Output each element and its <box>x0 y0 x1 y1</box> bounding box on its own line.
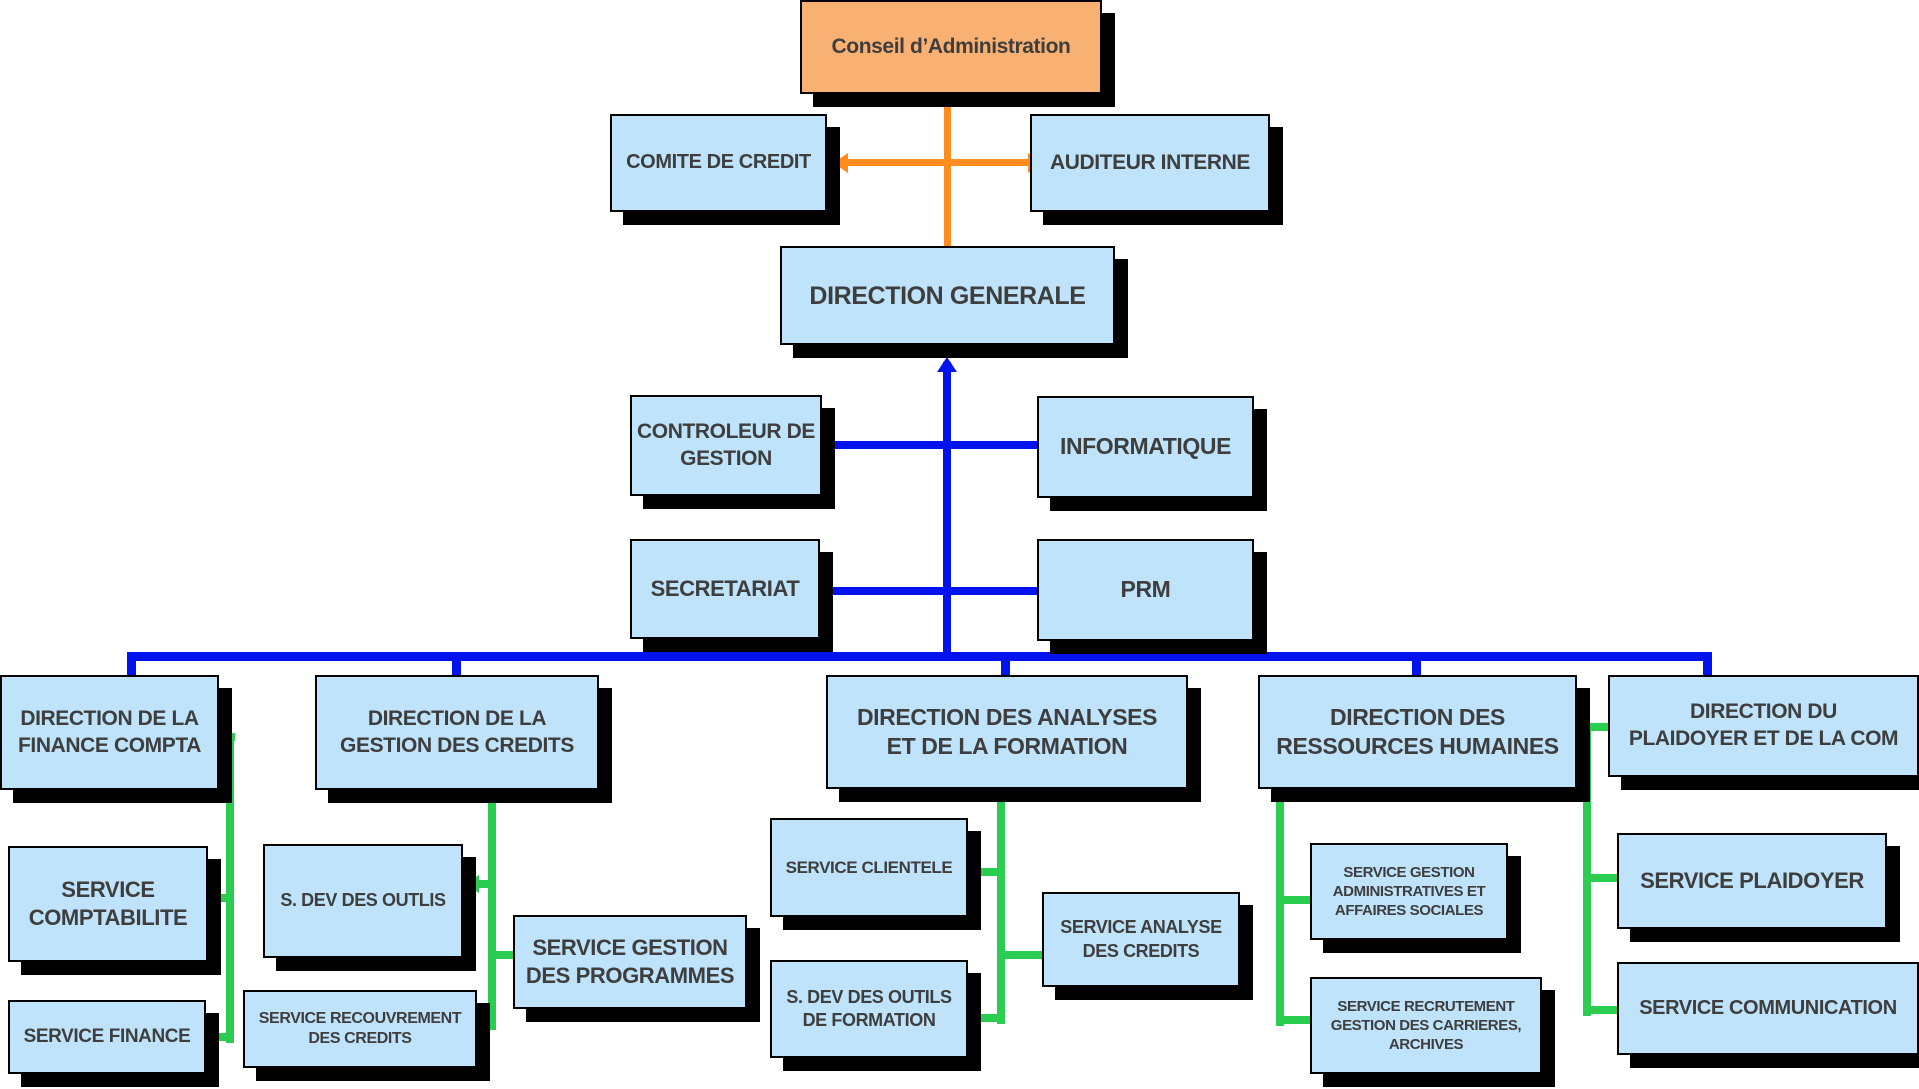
green-branch-programmes <box>496 951 515 959</box>
node-prm: PRM <box>1037 539 1254 641</box>
node-service-recouvrement-credits: SERVICE RECOUVREMENT DES CREDITS <box>243 990 477 1068</box>
green-branch-comptabilite <box>212 894 228 902</box>
orange-arrow-left-icon <box>833 153 848 173</box>
node-s-dev-des-outlis: S. DEV DES OUTLIS <box>263 844 463 958</box>
green-branch-analyse-credits <box>1005 951 1045 959</box>
blue-stub-analyses <box>1001 661 1010 676</box>
node-service-analyse-credits: SERVICE ANALYSE DES CREDITS <box>1042 892 1240 987</box>
node-service-comptabilite: SERVICE COMPTABILITE <box>8 846 208 962</box>
node-service-gestion-programmes: SERVICE GESTION DES PROGRAMMES <box>513 915 747 1009</box>
blue-trunk-horizontal-line <box>127 652 1712 661</box>
green-branch-outlis <box>478 880 490 888</box>
node-secretariat: SECRETARIAT <box>630 539 820 639</box>
node-service-communication: SERVICE COMMUNICATION <box>1617 962 1919 1055</box>
green-plaidoyer-vertical-line <box>1583 723 1591 1016</box>
node-informatique: INFORMATIQUE <box>1037 396 1254 498</box>
blue-stub-rh <box>1412 661 1421 676</box>
blue-stub-finance <box>127 661 136 676</box>
green-branch-finance <box>212 1033 228 1041</box>
node-service-finance: SERVICE FINANCE <box>8 1000 206 1074</box>
green-branch-clientele <box>979 868 997 876</box>
node-service-recrutement: SERVICE RECRUTEMENT GESTION DES CARRIERE… <box>1310 977 1542 1074</box>
green-branch-service-plaidoyer <box>1591 874 1620 882</box>
orange-vertical-line <box>944 96 951 247</box>
green-finance-vertical-line <box>226 733 234 1043</box>
node-direction-gestion-credits: DIRECTION DE LA GESTION DES CREDITS <box>315 675 599 790</box>
green-branch-gestion-admin <box>1284 896 1312 904</box>
green-plaidoyer-exit-line <box>1590 723 1612 731</box>
orange-arrow-up-icon <box>937 92 957 107</box>
blue-stub-credits <box>452 661 461 676</box>
node-s-dev-outils-formation: S. DEV DES OUTILS DE FORMATION <box>770 960 968 1058</box>
green-arrow-outlis-icon <box>465 875 479 893</box>
node-service-gestion-administratives: SERVICE GESTION ADMINISTRATIVES ET AFFAI… <box>1310 843 1508 940</box>
green-analyses-vertical-line <box>997 789 1005 1024</box>
node-direction-plaidoyer-com: DIRECTION DU PLAIDOYER ET DE LA COM <box>1608 675 1919 777</box>
node-conseil-administration: Conseil d’Administration <box>800 0 1102 94</box>
green-branch-outils-formation <box>979 1014 997 1022</box>
node-controleur-de-gestion: CONTROLEUR DE GESTION <box>630 395 822 496</box>
green-branch-service-communication <box>1591 1006 1620 1014</box>
node-direction-generale: DIRECTION GENERALE <box>780 246 1115 345</box>
blue-stub-plaidoyer <box>1703 661 1712 676</box>
blue-cross-line-secretariat-prm <box>830 587 1037 595</box>
green-branch-recouvrement <box>478 1022 490 1030</box>
green-credits-vertical-line <box>488 790 496 1030</box>
node-direction-finance-compta: DIRECTION DE LA FINANCE COMPTA <box>0 675 219 790</box>
orange-horizontal-line <box>846 159 1030 166</box>
node-auditeur-interne: AUDITEUR INTERNE <box>1030 114 1270 212</box>
blue-cross-line-controleur-informatique <box>834 441 1037 449</box>
node-direction-ressources-humaines: DIRECTION DES RESSOURCES HUMAINES <box>1258 675 1577 789</box>
blue-arrow-up-icon <box>937 357 957 372</box>
green-branch-recrutement <box>1284 1016 1312 1024</box>
node-comite-de-credit: COMITE DE CREDIT <box>610 114 827 212</box>
node-service-clientele: SERVICE CLIENTELE <box>770 818 968 917</box>
blue-vertical-trunk-line <box>943 362 951 661</box>
node-service-plaidoyer: SERVICE PLAIDOYER <box>1617 833 1887 929</box>
node-direction-analyses-formation: DIRECTION DES ANALYSES ET DE LA FORMATIO… <box>826 675 1188 789</box>
green-rh-vertical-line <box>1276 788 1284 1026</box>
